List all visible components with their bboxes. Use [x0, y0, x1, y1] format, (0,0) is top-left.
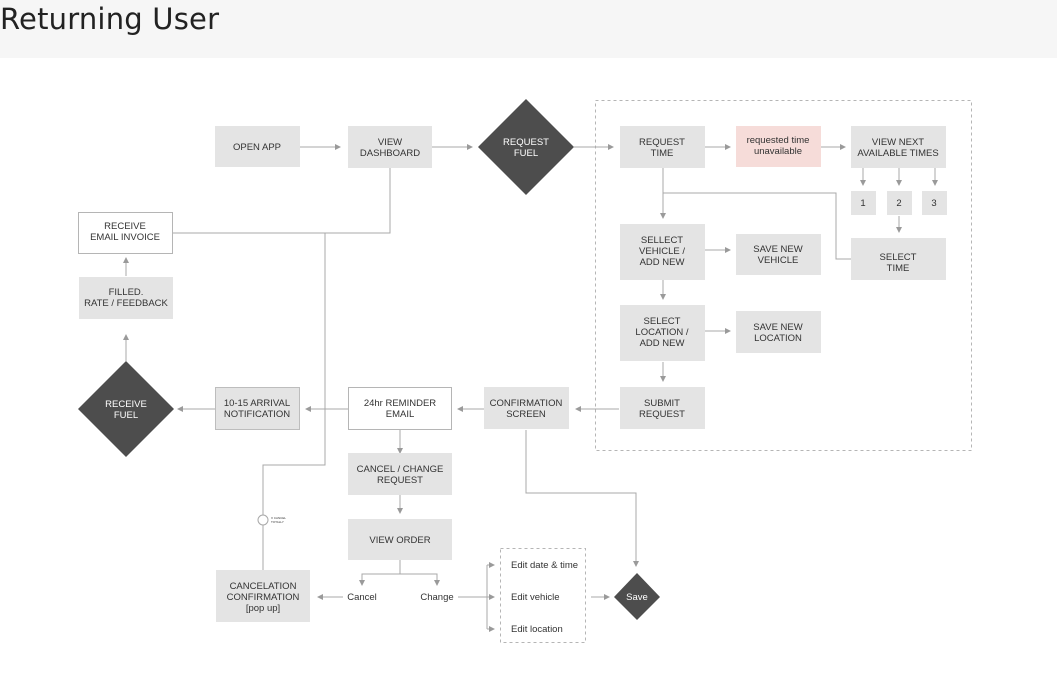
node-shapes	[78, 99, 947, 622]
filled-feedback-node[interactable]	[79, 277, 173, 319]
open-app-node[interactable]	[215, 126, 300, 167]
edit-options-group	[500, 548, 586, 643]
time-vehicle-location-group	[595, 100, 972, 451]
cancel-junction-note: X CANCEL TOTALLY	[271, 516, 287, 524]
open-app-label: OPEN APP	[233, 142, 281, 153]
page-title: Returning User	[0, 2, 220, 36]
time-option-3-label: 3	[931, 198, 936, 209]
change-label[interactable]: Change	[420, 592, 453, 603]
edit-vehicle-label[interactable]: Edit vehicle	[511, 592, 560, 603]
submit-request-node[interactable]	[620, 387, 705, 429]
cancel-junction	[257, 514, 269, 526]
time-option-1-label: 1	[860, 198, 865, 209]
cancel-label[interactable]: Cancel	[347, 592, 377, 603]
confirmation-screen-node	[484, 387, 569, 429]
time-option-2[interactable]	[887, 191, 912, 215]
edit-datetime-label[interactable]: Edit date & time	[511, 560, 578, 571]
cancel-confirmation-node	[216, 570, 310, 622]
time-option-2-label: 2	[896, 198, 901, 209]
select-time-node[interactable]	[851, 238, 946, 280]
time-option-1[interactable]	[851, 191, 876, 215]
request-fuel-decision[interactable]	[478, 99, 574, 195]
save-label: Save	[626, 592, 648, 603]
email-invoice-node	[78, 212, 173, 254]
time-unavailable-node	[736, 126, 821, 167]
edit-location-label[interactable]: Edit location	[511, 624, 563, 635]
save-decision[interactable]	[614, 573, 660, 620]
save-vehicle-node[interactable]	[736, 234, 821, 275]
view-order-label: VIEW ORDER	[369, 535, 430, 546]
arrival-notification-node	[215, 387, 300, 430]
view-next-times-node[interactable]	[851, 126, 946, 168]
time-option-3[interactable]	[922, 191, 947, 215]
filled-feedback-label: FILLED.RATE / FEEDBACK	[84, 287, 168, 309]
select-location-node[interactable]	[620, 305, 705, 361]
request-time-node[interactable]	[620, 126, 705, 168]
view-dashboard-node[interactable]	[348, 126, 432, 168]
save-location-node[interactable]	[736, 311, 821, 353]
header-bar	[0, 0, 1057, 58]
receive-fuel-decision	[78, 361, 174, 457]
reminder-email-node	[348, 387, 452, 430]
connectors	[123, 144, 938, 632]
select-vehicle-node[interactable]	[620, 224, 705, 280]
view-order-node[interactable]	[348, 519, 452, 560]
cancel-change-node[interactable]	[348, 453, 452, 495]
